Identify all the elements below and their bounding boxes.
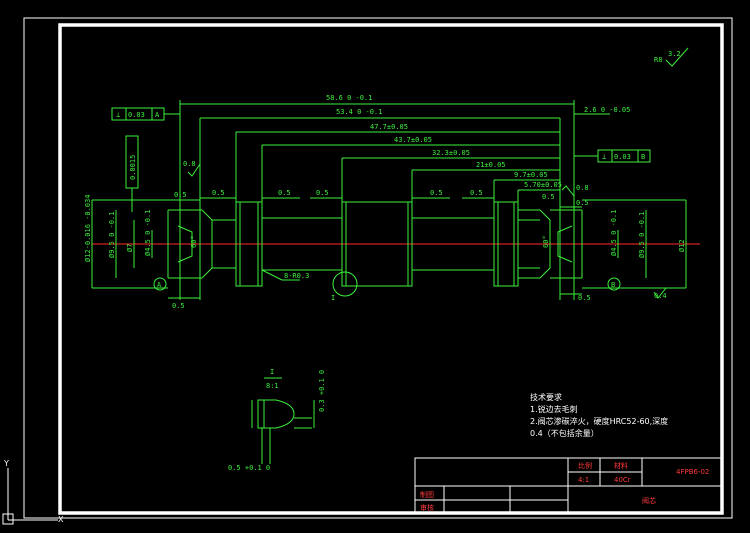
title-ratio-label: 比例	[578, 461, 592, 470]
ucs-y-label: Y	[3, 459, 9, 468]
title-check-label: 审核	[420, 503, 434, 512]
dim-right-dia-a: Ø4.5 0 -0.1	[610, 210, 618, 256]
title-ratio-value: 4:1	[578, 476, 589, 484]
title-part-name: 阀芯	[642, 496, 656, 505]
roughness-symbols	[187, 47, 689, 299]
dim-length8: 5.70±0.05	[524, 181, 562, 189]
roughness-bottom: 0.4	[654, 292, 667, 300]
viewport-frame	[23, 17, 733, 519]
dim-gap-6: 0.5	[470, 189, 483, 197]
dim-length7: 9.7±0.05	[514, 171, 548, 179]
detail-dim-b: 0.3 +0.1 0	[318, 370, 326, 412]
ucs-icon	[2, 468, 58, 525]
detail-view	[251, 399, 315, 464]
notes-heading: 技术要求	[530, 392, 562, 402]
tolerance-right-symbol: ⊥	[602, 153, 606, 161]
dim-right-tol: 2.6 0 -0.05	[584, 106, 630, 114]
detail-dim-a: 0.5 +0.1 0	[228, 464, 270, 472]
dim-gap-8: 0.5	[542, 193, 555, 201]
dim-overall: 58.6 0 -0.1	[326, 94, 372, 102]
dim-left-dia: Ø12-0.016 -0.034	[84, 195, 92, 262]
dim-bottom-left: 0.5	[172, 302, 185, 310]
roughness-main-value: 3.2	[668, 50, 681, 58]
tolerance-frame-left	[111, 107, 180, 121]
tolerance-vertical-value: 0.0015	[129, 155, 137, 180]
dim-length5: 32.3±0.05	[432, 149, 470, 157]
dim-right-dia-c: Ø12	[678, 239, 686, 252]
dim-left-dia-b: Ø7	[126, 244, 134, 252]
detail-title: I	[270, 368, 274, 376]
dim-length6: 21±0.05	[476, 161, 506, 169]
tolerance-right-datum: B	[641, 153, 645, 161]
roughness-main-extra: R8	[654, 56, 662, 64]
dim-bottom-right: 0.5	[578, 294, 591, 302]
tolerance-frame-vertical	[125, 135, 139, 212]
tolerance-left-symbol: ⊥	[116, 111, 120, 119]
roughness-left: 0.8	[183, 160, 196, 168]
dim-right-dia-b: Ø9.5 0 -0.1	[638, 212, 646, 258]
shaft-outline	[167, 201, 583, 287]
notes-line-3: 0.4（不包括余量）	[530, 428, 599, 438]
tolerance-left-value: 0.03	[128, 111, 145, 119]
dim-gap-4: 0.5	[316, 189, 329, 197]
dim-gap-2: 0.5	[212, 189, 225, 197]
notes-line-2: 2.阀芯渗碳淬火，硬度HRC52-60,深度	[530, 416, 668, 426]
detail-scale: 8:1	[266, 382, 279, 390]
dim-angle-right: 60°	[542, 235, 550, 248]
datum-markers	[153, 271, 621, 297]
dim-gap-3: 0.5	[278, 189, 291, 197]
drawing-border	[58, 23, 724, 515]
tolerance-frame-right	[574, 149, 651, 163]
ucs-x-label: X	[58, 515, 64, 524]
dimension-lines	[91, 100, 687, 300]
datum-b-label: B	[611, 281, 615, 289]
datum-a-label: A	[157, 281, 162, 289]
notes-line-1: 1.锐边去毛刺	[530, 404, 578, 414]
title-drawn-label: 制图	[420, 490, 434, 499]
dim-length4: 43.7±0.05	[394, 136, 432, 144]
dim-gap-7: 0.5	[576, 199, 589, 207]
roughness-right: 0.8	[576, 184, 589, 192]
tolerance-right-value: 0.03	[614, 153, 631, 161]
dim-radius: 8-R0.3	[284, 272, 309, 280]
tolerance-left-datum: A	[155, 111, 160, 119]
title-block	[414, 457, 723, 514]
dim-gap-5: 0.5	[430, 189, 443, 197]
dim-angle-left: 60°	[190, 235, 198, 248]
title-material-value: 40Cr	[614, 476, 631, 484]
title-drawing-no: 4FPB6-02	[676, 468, 709, 476]
dim-gap-1: 0.5	[174, 191, 187, 199]
section-mark: I	[331, 294, 335, 302]
dim-length2: 53.4 0 -0.1	[336, 108, 382, 116]
title-material-label: 材料	[614, 461, 628, 470]
dim-left-dia-a: Ø9.5 0 -0.1	[108, 212, 116, 258]
dim-length3: 47.7±0.05	[370, 123, 408, 131]
dim-left-dia-c: Ø4.5 0 -0.1	[144, 210, 152, 256]
